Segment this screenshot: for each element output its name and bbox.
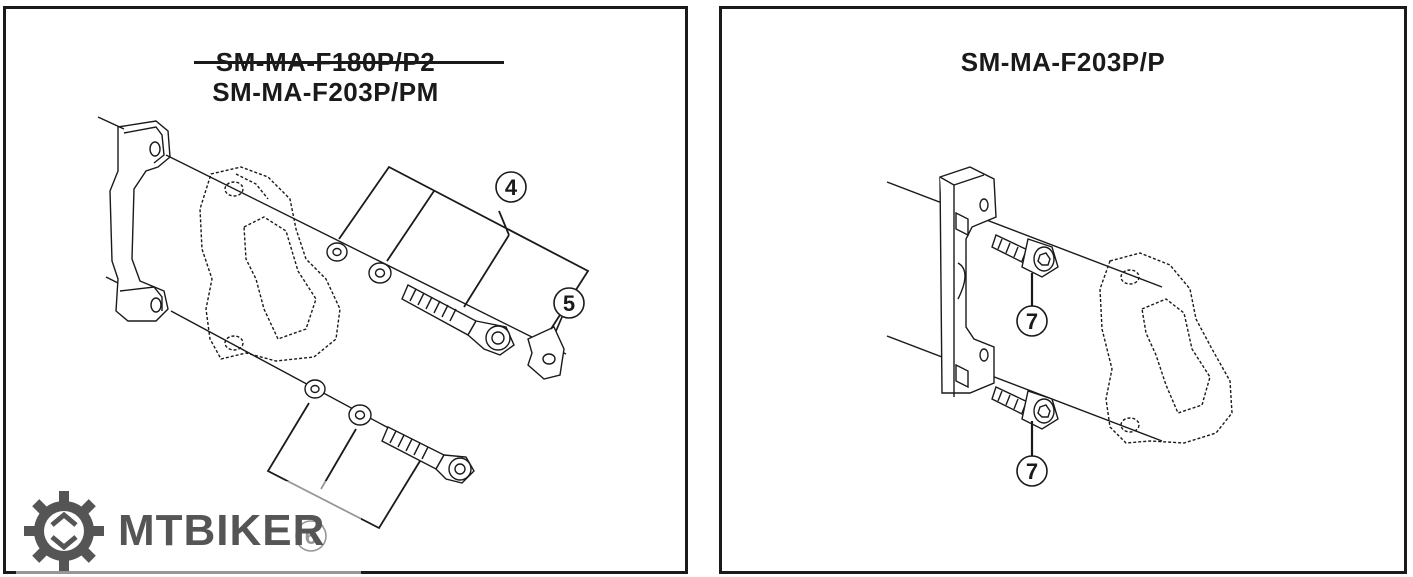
right-diagram-panel: SM-MA-F203P/P	[719, 6, 1407, 574]
watermark-brand: MTBIKER	[118, 506, 326, 555]
callout-4-circle	[495, 171, 527, 203]
left-exploded-diagram: 4 5 6	[97, 116, 590, 552]
mount-adapter-bracket	[939, 166, 997, 397]
callout-7-upper-circle	[1016, 305, 1048, 337]
brake-caliper-outline	[199, 166, 341, 362]
lower-mounting-bolt	[381, 426, 475, 484]
lower-socket-bolt	[991, 386, 1059, 430]
left-title-current: SM-MA-F203P/PM	[212, 77, 439, 107]
callout-5-circle	[553, 287, 585, 319]
right-title: SM-MA-F203P/P	[960, 47, 1166, 77]
callout-7-lower-label: 7	[1026, 459, 1038, 484]
upper-mounting-bolt	[401, 284, 515, 356]
left-title-deprecated: SM-MA-F180P/P2	[215, 47, 436, 77]
upper-socket-bolt	[991, 234, 1059, 278]
left-diagram-panel: SM-MA-F180P/P2 SM-MA-F203P/PM	[3, 6, 688, 577]
callout-7-upper-label: 7	[1026, 309, 1038, 334]
callout-4-leaders	[338, 165, 590, 330]
mount-adapter-bracket	[109, 120, 171, 322]
title-strikethrough	[194, 61, 504, 64]
washers	[304, 242, 392, 426]
callout-4-label: 4	[505, 175, 518, 200]
right-exploded-diagram: 7 7	[886, 166, 1233, 487]
callout-5-label: 5	[563, 291, 575, 316]
callout-7-lower-circle	[1016, 455, 1048, 487]
brake-caliper-outline	[1099, 252, 1233, 444]
gear-logo-icon	[24, 491, 104, 571]
retaining-clip	[527, 326, 565, 380]
